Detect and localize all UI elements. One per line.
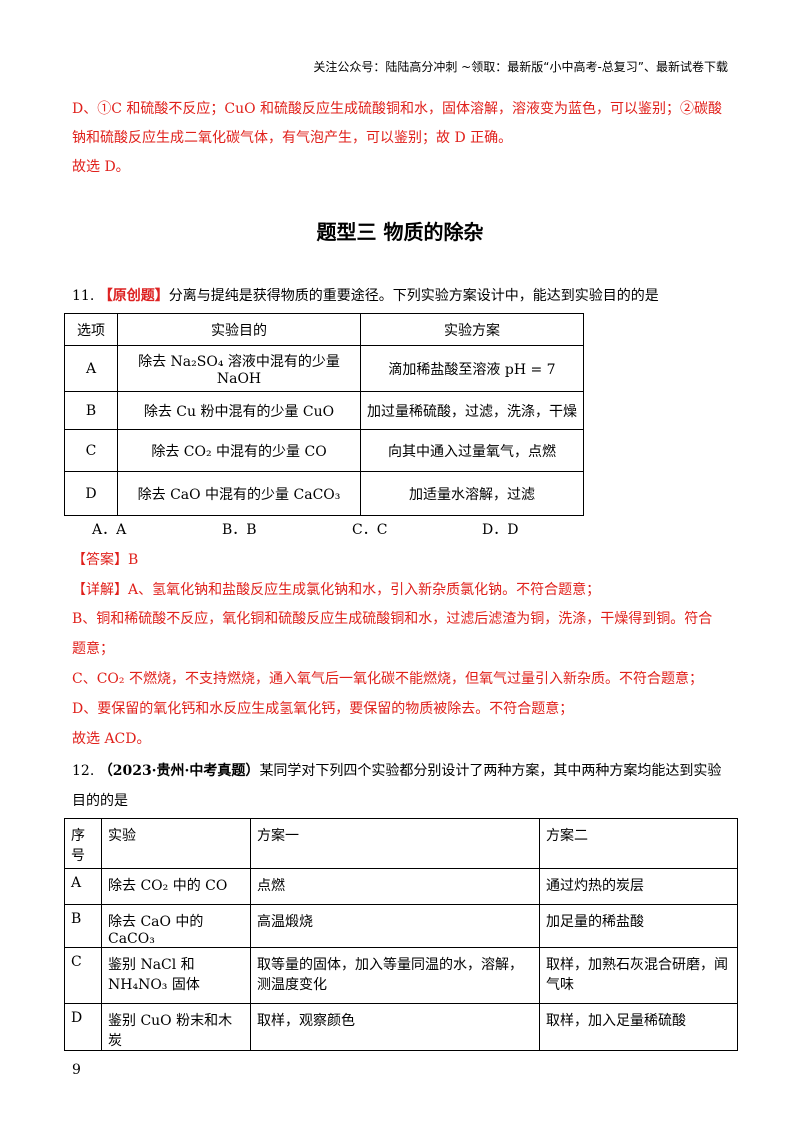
- table-cell: 鉴别 CuO 粉末和木炭: [101, 1003, 251, 1051]
- table-cell: 除去 CaO 中混有的少量 CaCO₃: [117, 471, 361, 516]
- table-cell: D: [64, 471, 118, 516]
- question-tag: （2023·贵州·中考真题）: [98, 763, 260, 779]
- table-header: 实验: [101, 818, 251, 869]
- table-header: 序号: [64, 818, 102, 869]
- table-cell: 取样，观察颜色: [250, 1003, 540, 1051]
- prev-answer-line-1: D、①C 和硫酸不反应；CuO 和硫酸反应生成硫酸铜和水，固体溶解，溶液变为蓝色…: [72, 101, 723, 117]
- table-cell: 加适量水溶解，过滤: [360, 471, 584, 516]
- table-header: 方案一: [250, 818, 540, 869]
- table-row: B 除去 CaO 中的 CaCO₃ 高温煅烧 加足量的稀盐酸: [64, 904, 738, 948]
- table-cell: C: [64, 429, 118, 472]
- page-header: 关注公众号：陆陆高分冲刺 ~领取：最新版“小中高考-总复习”、最新试卷下载: [313, 60, 728, 74]
- table-cell: 滴加稀盐酸至溶液 pH = 7: [360, 345, 584, 392]
- table-cell: 点燃: [250, 868, 540, 905]
- question-tag: 【原创题】: [98, 288, 169, 304]
- answer-label: 【答案】B: [72, 552, 139, 568]
- table-cell: B: [64, 904, 102, 948]
- detail-line: 【详解】A、氢氧化钠和盐酸反应生成氯化钠和水，引入新杂质氯化钠。不符合题意；: [72, 582, 601, 598]
- table-row: D 除去 CaO 中混有的少量 CaCO₃ 加适量水溶解，过滤: [64, 471, 584, 516]
- question-number: 12.: [72, 763, 95, 779]
- table-row: D 鉴别 CuO 粉末和木炭 取样，观察颜色 取样，加入足量稀硫酸: [64, 1003, 738, 1051]
- option-a[interactable]: A．A: [92, 522, 127, 538]
- question-number: 11.: [72, 288, 95, 304]
- table-cell: A: [64, 868, 102, 905]
- table-cell: 高温煅烧: [250, 904, 540, 948]
- table-cell: A: [64, 345, 118, 392]
- table-cell: 除去 CaO 中的 CaCO₃: [101, 904, 251, 948]
- table-cell: B: [64, 391, 118, 430]
- table-header: 实验方案: [360, 313, 584, 346]
- table-cell: 除去 Na₂SO₄ 溶液中混有的少量 NaOH: [117, 345, 361, 392]
- question-11-table: 选项 实验目的 实验方案 A 除去 Na₂SO₄ 溶液中混有的少量 NaOH 滴…: [64, 313, 584, 516]
- option-c[interactable]: C．C: [352, 522, 388, 538]
- table-row: C 除去 CO₂ 中混有的少量 CO 向其中通入过量氧气，点燃: [64, 429, 584, 472]
- table-row: A 除去 Na₂SO₄ 溶液中混有的少量 NaOH 滴加稀盐酸至溶液 pH = …: [64, 345, 584, 392]
- detail-line: C、CO₂ 不燃烧，不支持燃烧，通入氧气后一氧化碳不能燃烧，但氧气过量引入新杂质…: [72, 671, 703, 687]
- question-text: 某同学对下列四个实验都分别设计了两种方案，其中两种方案均能达到实验: [259, 763, 722, 779]
- question-12-stem: 12. （2023·贵州·中考真题）某同学对下列四个实验都分别设计了两种方案，其…: [72, 762, 728, 780]
- table-cell: C: [64, 947, 102, 1004]
- prev-answer-conclusion: 故选 D。: [72, 159, 130, 175]
- question-11-options: A．A B．B C．C D．D: [92, 521, 728, 539]
- table-cell: 加过量稀硫酸，过滤，洗涤，干燥: [360, 391, 584, 430]
- detail-conclusion: 故选 ACD。: [72, 731, 151, 747]
- table-cell: 向其中通入过量氧气，点燃: [360, 429, 584, 472]
- table-cell: 除去 CO₂ 中混有的少量 CO: [117, 429, 361, 472]
- table-header: 选项: [64, 313, 118, 346]
- detail-line: D、要保留的氧化钙和水反应生成氢氧化钙，要保留的物质被除去。不符合题意；: [72, 701, 574, 717]
- table-row: B 除去 Cu 粉中混有的少量 CuO 加过量稀硫酸，过滤，洗涤，干燥: [64, 391, 584, 430]
- table-header: 实验目的: [117, 313, 361, 346]
- detail-line: 题意；: [72, 641, 114, 657]
- table-row: A 除去 CO₂ 中的 CO 点燃 通过灼热的炭层: [64, 868, 738, 905]
- section-title: 题型三 物质的除杂: [316, 220, 484, 244]
- table-cell: D: [64, 1003, 102, 1051]
- table-cell: 除去 Cu 粉中混有的少量 CuO: [117, 391, 361, 430]
- table-header: 方案二: [539, 818, 738, 869]
- question-12-stem-cont: 目的的是: [72, 793, 128, 809]
- table-cell: 除去 CO₂ 中的 CO: [101, 868, 251, 905]
- option-b[interactable]: B．B: [222, 522, 257, 538]
- table-cell: 通过灼热的炭层: [539, 868, 738, 905]
- table-cell: 取样，加入足量稀硫酸: [539, 1003, 738, 1051]
- page-number: 9: [72, 1062, 81, 1078]
- question-text: 分离与提纯是获得物质的重要途径。下列实验方案设计中，能达到实验目的的是: [168, 288, 659, 304]
- question-11-stem: 11. 【原创题】分离与提纯是获得物质的重要途径。下列实验方案设计中，能达到实验…: [72, 287, 728, 305]
- question-12-table: 序号 实验 方案一 方案二 A 除去 CO₂ 中的 CO 点燃 通过灼热的炭层 …: [64, 818, 738, 1051]
- detail-line: B、铜和稀硫酸不反应，氧化铜和硫酸反应生成硫酸铜和水，过滤后滤渣为铜，洗涤，干燥…: [72, 611, 713, 627]
- table-cell: 取等量的固体，加入等量同温的水，溶解，测温度变化: [250, 947, 540, 1004]
- table-cell: 加足量的稀盐酸: [539, 904, 738, 948]
- option-d[interactable]: D．D: [482, 522, 519, 538]
- table-row: C 鉴别 NaCl 和 NH₄NO₃ 固体 取等量的固体，加入等量同温的水，溶解…: [64, 947, 738, 1004]
- prev-answer-line-2: 钠和硫酸反应生成二氧化碳气体，有气泡产生，可以鉴别；故 D 正确。: [72, 130, 513, 146]
- table-cell: 取样，加熟石灰混合研磨，闻气味: [539, 947, 738, 1004]
- table-cell: 鉴别 NaCl 和 NH₄NO₃ 固体: [101, 947, 251, 1004]
